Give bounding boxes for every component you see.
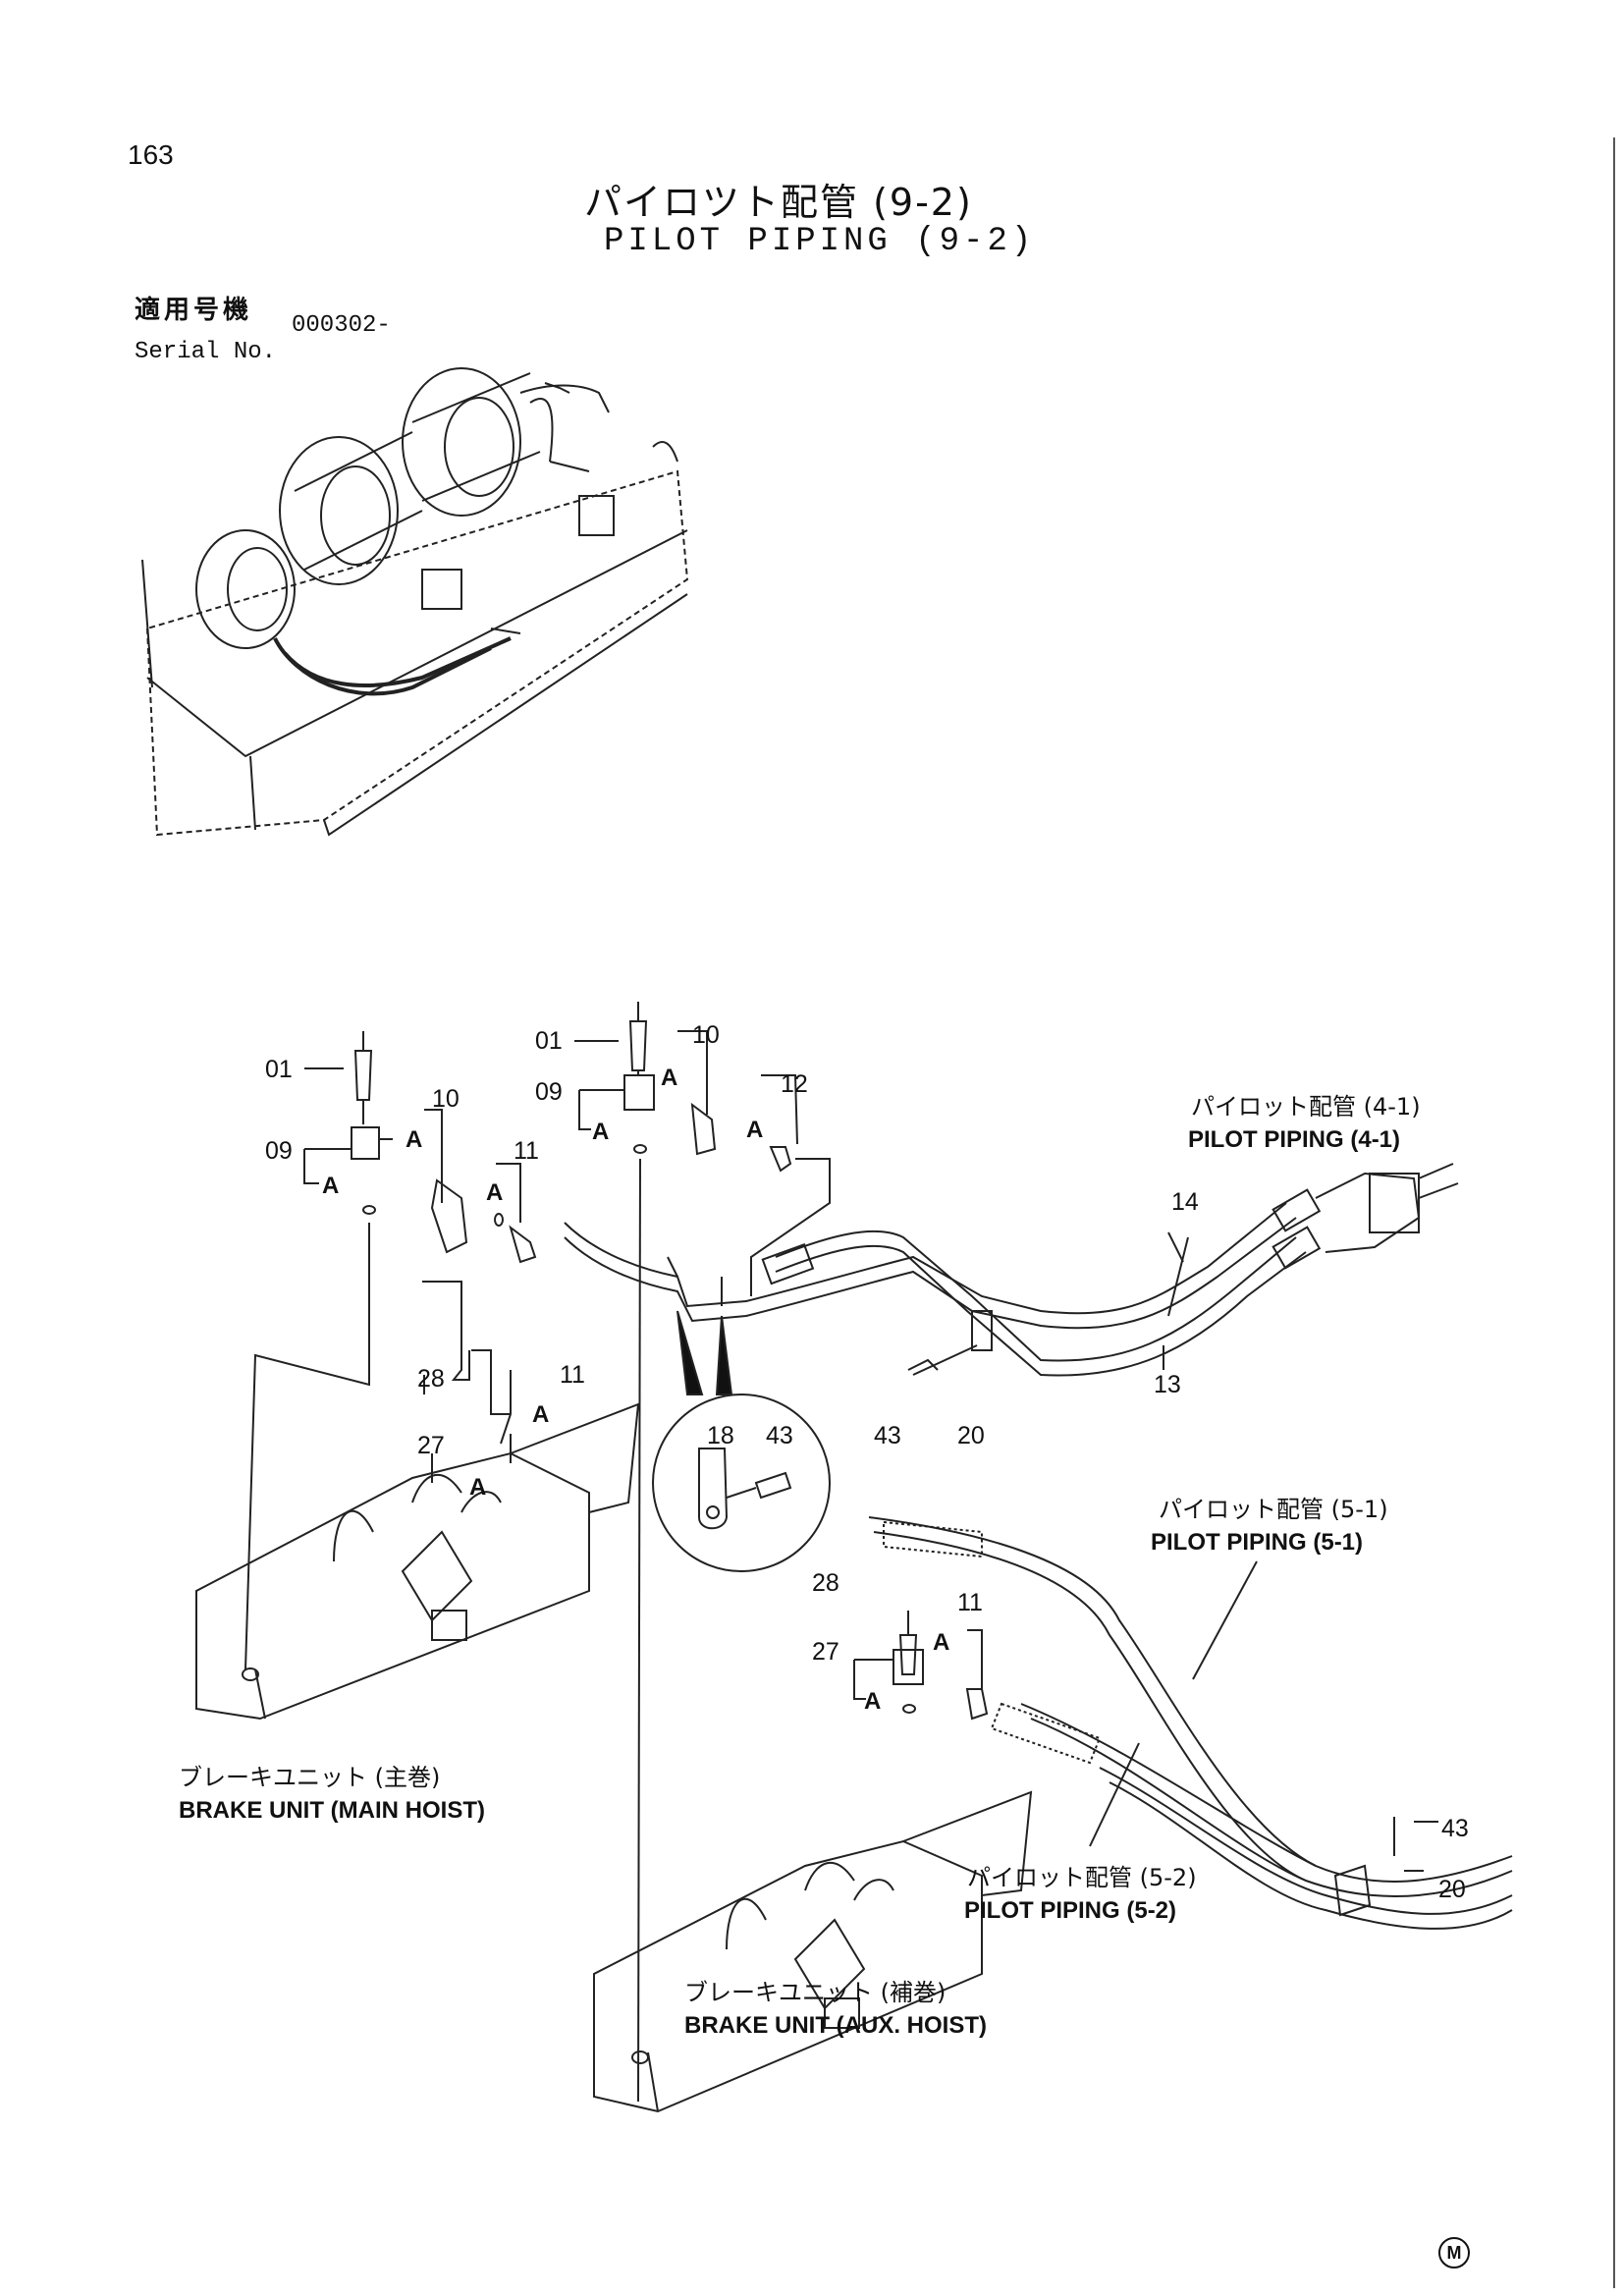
pilot-piping-5-2-ja: パイロット配管 (5-2) [967, 1864, 1197, 1891]
pilot-hoses-5-1-5-2 [868, 1516, 1513, 1930]
callout-11-brake-aux: 11 [957, 1589, 983, 1616]
callout-01-left: 01 [265, 1056, 293, 1083]
callout-a-mid-1: A [592, 1119, 609, 1145]
callout-27-brake-main: 27 [417, 1432, 445, 1459]
callout-a-left-3: A [486, 1179, 503, 1206]
pilot-piping-5-1-ja: パイロット配管 (5-1) [1159, 1496, 1388, 1523]
callout-43-detail: 43 [766, 1422, 793, 1449]
brake-unit-main-ja: ブレーキユニット (主巻) [179, 1764, 440, 1791]
footer-m-mark: M [1438, 2237, 1470, 2269]
callout-28-brake-aux: 28 [812, 1569, 839, 1597]
callout-a-brake-main-2: A [469, 1474, 486, 1501]
brake-unit-aux-ja: ブレーキユニット (補巻) [684, 1979, 946, 2006]
callout-28-brake-main: 28 [417, 1365, 445, 1393]
callout-10-mid: 10 [692, 1021, 720, 1049]
callout-a-left-1: A [322, 1173, 339, 1199]
pilot-piping-5-2-en: PILOT PIPING (5-2) [964, 1897, 1176, 1924]
brake-unit-aux-en: BRAKE UNIT (AUX. HOIST) [684, 2012, 987, 2039]
serial-label-japanese: 適用号機 [135, 296, 253, 325]
callout-a-mid-2: A [661, 1065, 677, 1091]
callout-11-left: 11 [514, 1137, 539, 1165]
callout-27-brake-aux: 27 [812, 1638, 839, 1666]
callout-20: 20 [957, 1422, 985, 1449]
binding-edge-line [1613, 137, 1615, 2288]
pilot-pipe-4-1 [564, 1163, 1459, 1377]
callout-14: 14 [1171, 1188, 1199, 1216]
callout-a-mid-3: A [746, 1117, 763, 1143]
callout-labels: 01 09 10 11 A A A 01 09 10 12 A A A 28 1… [179, 1021, 1469, 2039]
callout-09-mid: 09 [535, 1078, 563, 1106]
callout-20-right: 20 [1438, 1876, 1466, 1903]
brake-unit-main-en: BRAKE UNIT (MAIN HOIST) [179, 1797, 485, 1824]
page-title-english: PILOT PIPING (9-2) [604, 223, 1036, 260]
clamp-detail-circle [652, 1310, 831, 1572]
brake-unit-aux-sketch [593, 1611, 1033, 2113]
callout-10-left: 10 [432, 1085, 460, 1113]
serial-label-english: Serial No. [135, 339, 277, 365]
callout-a-brake-main-1: A [532, 1401, 549, 1428]
callout-13: 13 [1154, 1371, 1181, 1398]
callout-43: 43 [874, 1422, 901, 1449]
callout-01-mid: 01 [535, 1027, 563, 1055]
pilot-piping-5-1-en: PILOT PIPING (5-1) [1151, 1529, 1363, 1556]
callout-a-left-2: A [406, 1126, 422, 1153]
serial-number-value: 000302- [292, 312, 391, 339]
pilot-piping-4-1-ja: パイロット配管 (4-1) [1191, 1093, 1421, 1121]
overview-winch-sketch [141, 367, 689, 837]
callout-43-right: 43 [1441, 1815, 1469, 1842]
callout-a-brake-aux-2: A [864, 1688, 881, 1715]
callout-a-brake-aux-1: A [933, 1629, 949, 1656]
callout-12: 12 [781, 1070, 808, 1098]
pilot-piping-4-1-en: PILOT PIPING (4-1) [1188, 1126, 1400, 1153]
brake-unit-main-sketch [195, 1281, 640, 1721]
page-number: 163 [128, 139, 174, 170]
callout-11-brake-main: 11 [560, 1361, 585, 1389]
callout-09-left: 09 [265, 1137, 293, 1165]
page-title-japanese: パイロツト配管 (9-2) [584, 181, 973, 224]
callout-18-detail: 18 [707, 1422, 734, 1449]
middle-fitting-group [574, 1002, 831, 2103]
left-fitting-group [244, 1031, 537, 1670]
